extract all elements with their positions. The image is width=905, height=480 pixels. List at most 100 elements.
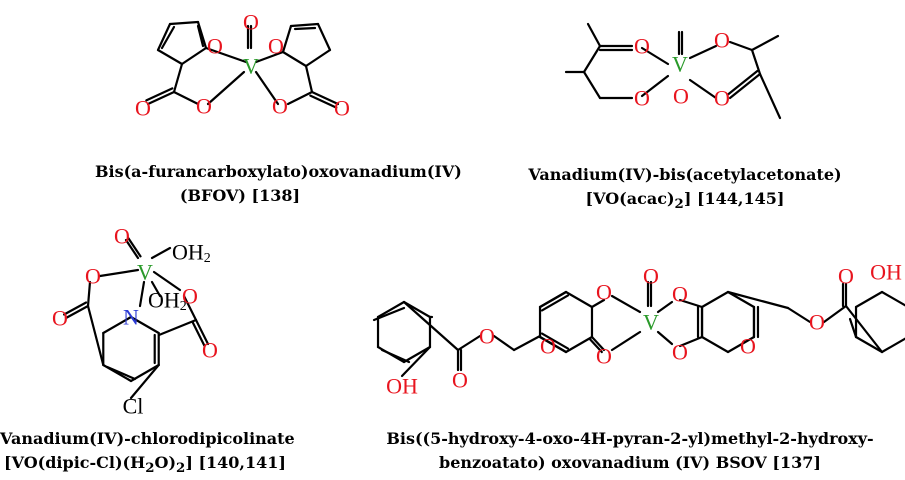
- bsov-pyranone-left: [564, 290, 594, 309]
- voacac-o-4: O: [714, 86, 730, 111]
- bond: [157, 318, 198, 337]
- bfov-right-furan: [289, 22, 320, 28]
- bond: [309, 94, 338, 109]
- dipic-formula-prefix: [VO(dipic-Cl)(H: [4, 453, 146, 472]
- bond: [402, 300, 460, 352]
- dipic-oh2-top: OH2: [172, 240, 211, 266]
- caption-voacac: Vanadium(IV)-bis(acetylacetonate) [VO(ac…: [525, 163, 845, 216]
- bfov-o-carbonyl-left: O: [135, 96, 151, 121]
- bsov-pyranone-right: [700, 290, 730, 309]
- bfov-name: Bis(a-furancarboxylato)oxovanadium(IV): [95, 162, 462, 181]
- bond: [588, 337, 603, 354]
- dipic-o-carbonyl-right: O: [202, 338, 218, 363]
- bond: [688, 44, 718, 60]
- bsov-benzene-left: [402, 345, 432, 364]
- bsov-o-ester-left: O: [479, 324, 495, 349]
- bond: [172, 90, 200, 106]
- bond: [172, 62, 184, 94]
- bond: [150, 280, 162, 298]
- bond: [380, 348, 411, 364]
- bond-lines: [62, 20, 905, 400]
- bsov-o-4: O: [672, 340, 688, 365]
- voacac-formula-suffix: ] [144,145]: [683, 189, 785, 208]
- bond: [146, 90, 176, 106]
- dipic-formula-sub2: 2: [176, 460, 186, 477]
- bsov-pyranone-right: [726, 335, 756, 354]
- bond: [286, 90, 314, 106]
- dipic-o-left: O: [85, 264, 101, 289]
- bond: [726, 69, 759, 96]
- dipic-name: Vanadium(IV)-chlorodipicolinate: [0, 429, 295, 448]
- bond: [254, 50, 285, 64]
- bond: [86, 280, 92, 308]
- dipic-formula-sub1: 2: [145, 460, 155, 477]
- dipic-o-oxo: O: [114, 224, 130, 249]
- bond: [586, 22, 602, 48]
- bsov-pyranone-right: [726, 290, 756, 309]
- bsov-name-line2: benzoatato) oxovanadium (IV) BSOV [137]: [439, 453, 821, 472]
- voacac-v: V: [672, 52, 688, 77]
- bond: [656, 300, 674, 314]
- voacac-formula-prefix: [VO(acac): [585, 189, 675, 208]
- bond: [582, 70, 602, 100]
- bond: [98, 268, 140, 278]
- voacac-name: Vanadium(IV)-bis(acetylacetonate): [528, 165, 842, 184]
- caption-bsov: Bis((5-hydroxy-4-oxo-4H-pyran-2-yl)methy…: [380, 427, 880, 475]
- bsov-o-1: O: [596, 280, 612, 305]
- bond: [822, 304, 848, 324]
- bsov-pyranone-right: [700, 335, 730, 354]
- bond: [304, 64, 314, 94]
- dipic-cl: Cl: [123, 394, 144, 419]
- bond: [728, 72, 762, 100]
- bond: [688, 78, 718, 100]
- bond: [640, 46, 670, 66]
- dipic-oh2-top-sub: 2: [204, 251, 211, 266]
- bsov-o-ester-right: O: [809, 310, 825, 335]
- bond: [150, 246, 172, 260]
- dipic-formula-mid: O): [154, 453, 177, 472]
- bond: [64, 304, 90, 320]
- dipic-oh2-bottom: OH2: [148, 288, 187, 314]
- dipic-o-right: O: [182, 284, 198, 309]
- voacac-o-oxo: O: [673, 84, 689, 109]
- bsov-o-oxo: O: [643, 264, 659, 289]
- bond: [138, 280, 146, 308]
- bond: [786, 306, 812, 324]
- bfov-o-carbonyl-right: O: [334, 96, 350, 121]
- bsov-oh-left: OH: [386, 374, 418, 399]
- bsov-v: V: [643, 310, 659, 335]
- bond: [590, 298, 606, 309]
- bsov-name: Bis((5-hydroxy-4-oxo-4H-pyran-2-yl)methy…: [386, 429, 874, 448]
- bond: [86, 304, 105, 367]
- bond: [62, 301, 88, 316]
- caption-dipic: Vanadium(IV)-chlorodipicolinate [VO(dipi…: [0, 427, 295, 480]
- bond: [254, 70, 280, 106]
- bond: [538, 290, 568, 309]
- bond: [590, 335, 606, 352]
- bond: [540, 294, 570, 312]
- bond: [848, 317, 858, 339]
- bfov-right-furan: [304, 48, 332, 68]
- bond: [726, 290, 790, 310]
- bond: [206, 70, 246, 106]
- bond: [456, 334, 482, 352]
- bond: [610, 330, 642, 352]
- bond: [512, 334, 542, 352]
- bsov-o-ring-right: O: [740, 334, 756, 359]
- bfov-right-furan: [281, 24, 293, 54]
- bsov-o-3: O: [672, 282, 688, 307]
- bond: [124, 238, 140, 260]
- bond: [145, 87, 174, 102]
- bond: [540, 332, 570, 350]
- bond: [582, 44, 602, 74]
- bond: [610, 294, 642, 314]
- bsov-o-2: O: [596, 344, 612, 369]
- bfov-left-furan: [168, 20, 200, 26]
- bond: [196, 24, 205, 48]
- dipic-pyridine: [102, 315, 133, 335]
- bsov-o-carbonyl-right: O: [838, 264, 854, 289]
- bond: [728, 40, 754, 52]
- dipic-formula: [VO(dipic-Cl)(H2O)2] [140,141]: [0, 451, 290, 480]
